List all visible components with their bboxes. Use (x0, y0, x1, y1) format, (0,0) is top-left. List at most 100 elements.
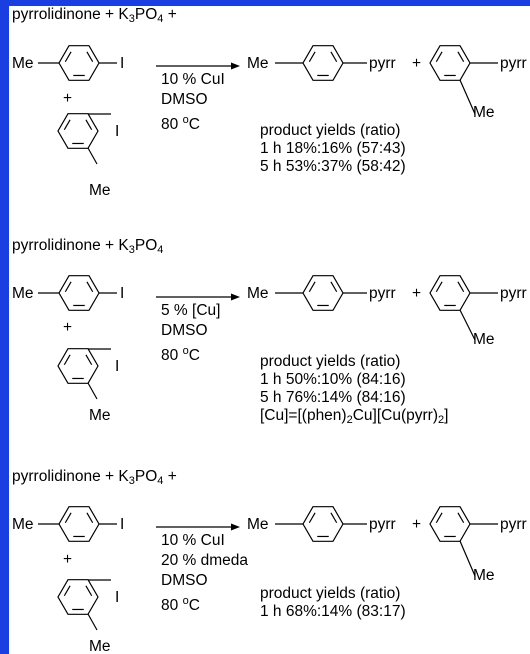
yield-result: 1 h 68%:14% (83:17) (260, 603, 406, 620)
product-pyrr-label-para: pyrr (369, 516, 396, 533)
k-subscript: 3 (128, 244, 135, 256)
bond-line (87, 147, 98, 165)
double-bond-line (63, 585, 71, 597)
methyl-label-ortho: Me (89, 182, 111, 199)
yield-result: 1 h 50%:10% (84:16) (260, 371, 406, 388)
plus-sign: + (412, 55, 422, 72)
catalyst-condition: 10 % CuI (161, 71, 225, 88)
double-bond-line (457, 51, 465, 63)
double-bond-line (457, 281, 465, 293)
reagents-line-2: pyrrolidinone + K3PO4 (12, 237, 163, 259)
iodo-label-ortho: I (115, 589, 120, 606)
yields-header: product yields (ratio) (260, 122, 401, 139)
product-pyrr-label-ortho: pyrr (500, 55, 527, 72)
methyl-label-para: Me (12, 516, 34, 533)
double-bond-line (86, 281, 94, 293)
reagent-text: pyrrolidinone + K (12, 6, 129, 23)
product-methyl-label-para: Me (247, 516, 269, 533)
plus-sign: + (412, 516, 422, 533)
yield-result: 5 h 76%:14% (84:16) (260, 389, 406, 406)
double-bond-line (435, 281, 443, 293)
double-bond-line (457, 512, 465, 524)
bond-line (87, 613, 98, 631)
catalyst-condition: 10 % CuI (161, 532, 225, 549)
iodo-label-para: I (120, 55, 125, 72)
reaction-arrow-head (231, 523, 240, 531)
methyl-label-para: Me (12, 55, 34, 72)
plus-sign: + (163, 468, 177, 485)
reaction-arrow-head (231, 293, 240, 301)
temperature-condition: 80 oC (161, 114, 200, 133)
product-methyl-label-ortho: Me (473, 331, 495, 348)
catalyst-definition: [Cu]=[(phen)2Cu][Cu(pyrr)2] (260, 407, 449, 426)
frame-top-border (0, 0, 530, 6)
iodo-label-ortho: I (115, 123, 120, 140)
double-bond-line (86, 512, 94, 524)
plus-sign: + (412, 285, 422, 302)
product-methyl-label-para: Me (247, 285, 269, 302)
double-bond-line (330, 281, 338, 293)
bond-line (459, 309, 476, 341)
double-bond-line (330, 512, 338, 524)
frame-left-border (0, 0, 9, 654)
iodo-label-para: I (120, 285, 125, 302)
double-bond-line (85, 119, 93, 131)
product-methyl-label-ortho: Me (473, 104, 495, 121)
plus-sign: + (63, 551, 73, 568)
k-subscript: 3 (128, 475, 135, 487)
double-bond-line (330, 51, 338, 63)
product-pyrr-label-para: pyrr (369, 285, 396, 302)
double-bond-line (435, 512, 443, 524)
double-bond-line (85, 585, 93, 597)
bond-line (87, 382, 98, 400)
solvent-condition: DMSO (161, 572, 208, 589)
double-bond-line (64, 512, 72, 524)
methyl-label-ortho: Me (89, 407, 111, 424)
po-subscript: 4 (157, 13, 164, 25)
k-subscript: 3 (128, 13, 135, 25)
product-pyrr-label-ortho: pyrr (500, 516, 527, 533)
yields-header: product yields (ratio) (260, 585, 401, 602)
methyl-label-ortho: Me (89, 638, 111, 654)
bond-line (459, 540, 476, 577)
po-text: PO (134, 237, 158, 254)
double-bond-line (435, 51, 443, 63)
double-bond-line (308, 51, 316, 63)
product-methyl-label-ortho: Me (473, 567, 495, 584)
iodo-label-para: I (120, 516, 125, 533)
reagents-line-1: pyrrolidinone + K3PO4 + (12, 6, 177, 28)
iodo-label-ortho: I (115, 358, 120, 375)
reagents-line-3: pyrrolidinone + K3PO4 + (12, 468, 177, 490)
product-pyrr-label-ortho: pyrr (500, 285, 527, 302)
po-subscript: 4 (157, 244, 164, 256)
double-bond-line (64, 281, 72, 293)
double-bond-line (86, 51, 94, 63)
po-text: PO (134, 6, 158, 23)
product-methyl-label-para: Me (247, 55, 269, 72)
plus-sign: + (63, 90, 73, 107)
double-bond-line (64, 51, 72, 63)
ligand-condition: 20 % dmeda (161, 552, 249, 569)
double-bond-line (85, 354, 93, 366)
reagent-text: pyrrolidinone + K (12, 468, 129, 485)
plus-sign: + (163, 6, 177, 23)
double-bond-line (308, 512, 316, 524)
reagent-text: pyrrolidinone + K (12, 237, 129, 254)
catalyst-condition: 5 % [Cu] (161, 302, 221, 319)
double-bond-line (308, 281, 316, 293)
product-pyrr-label-para: pyrr (369, 55, 396, 72)
methyl-label-para: Me (12, 285, 34, 302)
yields-header: product yields (ratio) (260, 353, 401, 370)
temperature-condition: 80 oC (161, 345, 200, 364)
solvent-condition: DMSO (161, 322, 208, 339)
bond-line (459, 79, 476, 115)
po-subscript: 4 (157, 475, 164, 487)
yield-result: 5 h 53%:37% (58:42) (260, 158, 406, 175)
yield-result: 1 h 18%:16% (57:43) (260, 140, 406, 157)
plus-sign: + (63, 319, 73, 336)
reaction-arrow-head (231, 62, 240, 70)
double-bond-line (63, 354, 71, 366)
po-text: PO (134, 468, 158, 485)
